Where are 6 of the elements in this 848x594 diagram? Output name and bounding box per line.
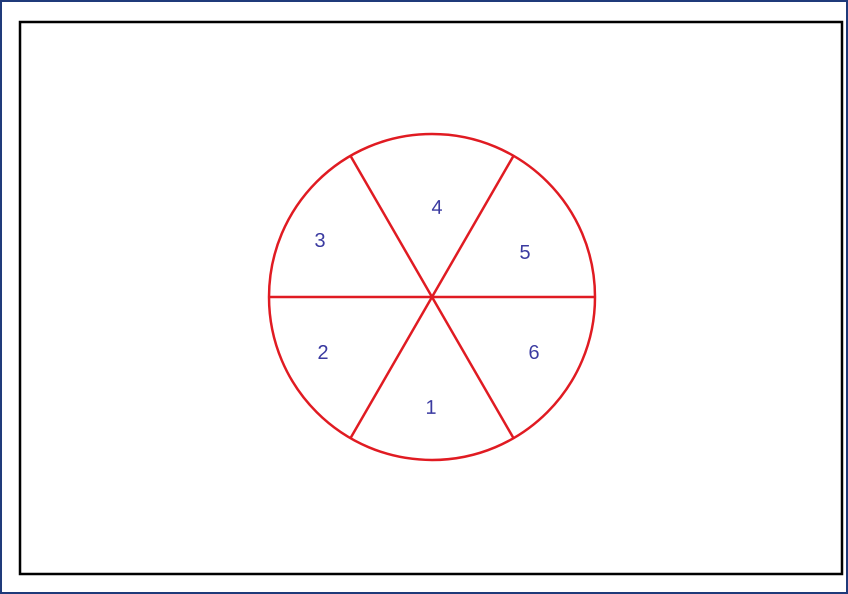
sector-number: 1: [426, 400, 436, 414]
sector-number: 2: [318, 345, 328, 359]
sector-number: 5: [520, 245, 530, 259]
sector-number: 6: [529, 344, 539, 360]
sector-number: 3: [315, 232, 325, 248]
sector-number: 4: [432, 200, 442, 214]
